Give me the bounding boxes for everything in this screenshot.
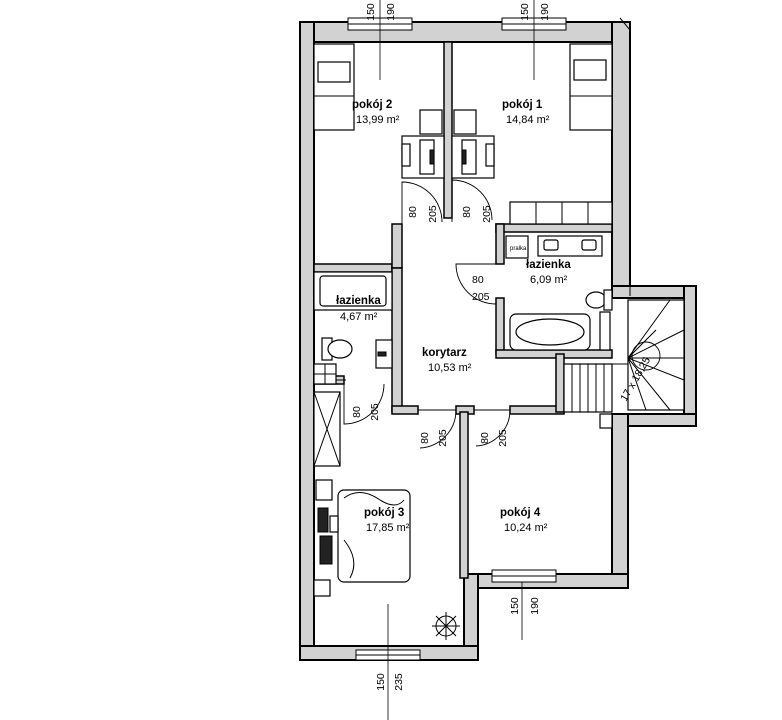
interior-walls [313, 41, 613, 579]
dim-win-bottom-w: 150 [375, 673, 387, 691]
room-area-pokoj1: 14,84 m² [506, 114, 550, 126]
dim-win-p4-w: 150 [509, 597, 521, 615]
room-area-pokoj2: 13,99 m² [356, 114, 400, 126]
room-name-pokoj2: pokój 2 [352, 99, 392, 111]
wardrobe-pokoj1 [509, 201, 613, 225]
bathroom-left-fixtures [313, 271, 393, 385]
dimension-lines [379, 0, 535, 720]
room-name-pokoj1: pokój 1 [502, 99, 543, 111]
dim-door-p3-w: 80 [419, 432, 431, 444]
dim-door-bath-h: 205 [472, 291, 490, 303]
room-area-pokoj4: 10,24 m² [504, 522, 548, 534]
dim-win-p4-h: 190 [529, 597, 541, 615]
room-name-korytarz: korytarz [422, 347, 467, 359]
plant-icon [432, 612, 460, 640]
dim-door-bath-w: 80 [472, 274, 484, 286]
dim-win-top-right-h: 190 [539, 3, 551, 21]
label-pralka: pralka [510, 246, 527, 252]
room-area-lazienka-right: 6,09 m² [530, 274, 568, 286]
bed-pokoj2 [313, 43, 355, 131]
dim-win-top-right-w: 150 [519, 3, 531, 21]
bathroom-right-fixtures [503, 235, 613, 351]
dim-door-p1-w: 80 [461, 206, 473, 218]
dim-door-left-h: 205 [369, 403, 381, 421]
room-name-pokoj4: pokój 4 [500, 507, 541, 519]
dim-door-left-w: 80 [351, 406, 363, 418]
room-name-lazienka-left: łazienka [336, 295, 381, 307]
door-swings [343, 179, 511, 449]
stairs [563, 299, 685, 429]
dim-win-top-left-w: 150 [365, 3, 377, 21]
dim-door-p4-w: 80 [479, 432, 491, 444]
room-area-lazienka-left: 4,67 m² [340, 311, 378, 323]
room-area-pokoj3: 17,85 m² [366, 522, 410, 534]
dim-door-p2-h: 205 [427, 205, 439, 223]
washing-machine [505, 235, 529, 259]
bed-pokoj3 [337, 489, 411, 583]
dim-door-p3-h: 205 [437, 429, 449, 447]
exterior-walls [299, 17, 697, 661]
room-name-lazienka-right: łazienka [526, 259, 571, 271]
room-name-pokoj3: pokój 3 [364, 507, 404, 519]
room-area-korytarz: 10,53 m² [428, 362, 472, 374]
dim-door-p1-h: 205 [481, 205, 493, 223]
pokoj3-furniture [313, 391, 411, 597]
bed-pokoj1 [569, 43, 613, 131]
dim-win-top-left-h: 190 [385, 3, 397, 21]
dim-door-p4-h: 205 [497, 429, 509, 447]
desks [401, 109, 495, 179]
dim-door-p2-w: 80 [407, 206, 419, 218]
dim-win-bottom-h: 235 [393, 673, 405, 691]
